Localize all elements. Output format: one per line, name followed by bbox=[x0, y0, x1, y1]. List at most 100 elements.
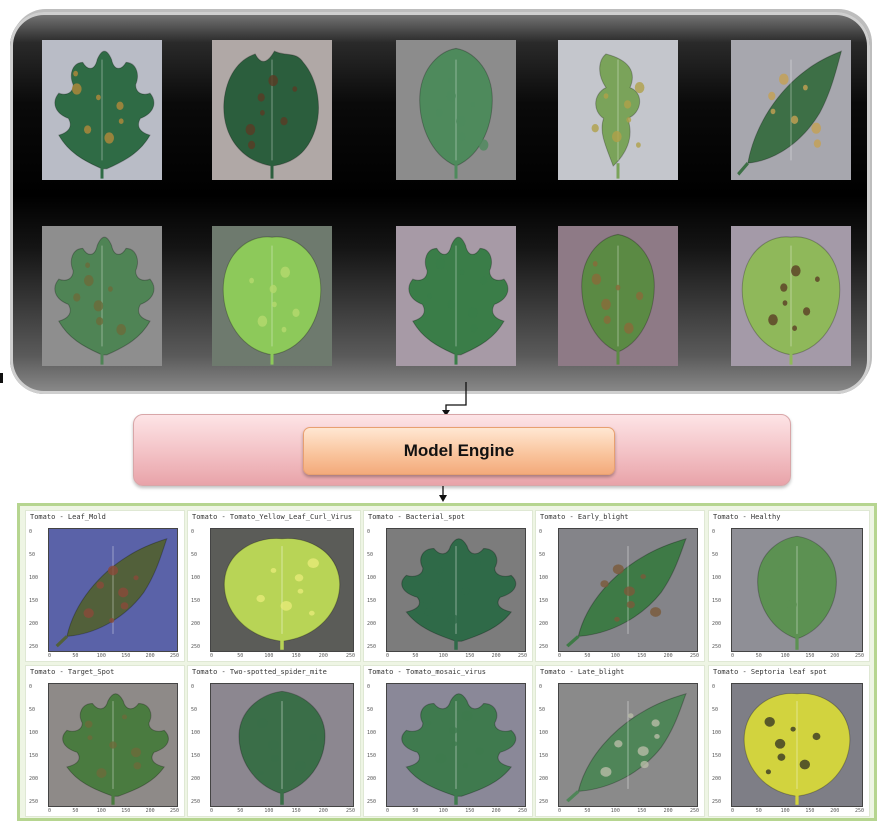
x-tick-label: 100 bbox=[97, 808, 106, 814]
result-prediction-label: Tomato - Healthy bbox=[713, 513, 780, 521]
y-tick-label: 150 bbox=[539, 753, 548, 759]
x-tick-label: 250 bbox=[346, 653, 355, 659]
y-tick-label: 0 bbox=[712, 529, 715, 535]
y-tick-label: 100 bbox=[191, 730, 200, 736]
x-tick-label: 0 bbox=[558, 808, 561, 814]
x-tick-label: 0 bbox=[48, 653, 51, 659]
y-tick-label: 100 bbox=[712, 730, 721, 736]
x-tick-label: 200 bbox=[492, 808, 501, 814]
x-tick-label: 250 bbox=[346, 808, 355, 814]
result-leaf-plot bbox=[210, 683, 354, 807]
x-tick-label: 0 bbox=[731, 808, 734, 814]
y-tick-label: 100 bbox=[367, 730, 376, 736]
result-card: Tomato - Leaf_Mold 050100150200250050100… bbox=[25, 510, 185, 662]
x-tick-label: 250 bbox=[170, 653, 179, 659]
y-tick-label: 250 bbox=[29, 644, 38, 650]
x-tick-label: 100 bbox=[97, 653, 106, 659]
x-tick-label: 150 bbox=[637, 808, 646, 814]
y-tick-label: 0 bbox=[29, 529, 32, 535]
result-card: Tomato - Tomato_mosaic_virus 05010015020… bbox=[363, 665, 533, 817]
result-leaf-plot bbox=[558, 528, 698, 652]
result-leaf-plot bbox=[386, 683, 526, 807]
y-tick-label: 150 bbox=[712, 598, 721, 604]
y-tick-label: 100 bbox=[539, 575, 548, 581]
y-tick-label: 250 bbox=[367, 644, 376, 650]
result-prediction-label: Tomato - Two-spotted_spider_mite bbox=[192, 668, 327, 676]
y-tick-label: 100 bbox=[191, 575, 200, 581]
y-tick-label: 0 bbox=[367, 529, 370, 535]
y-tick-label: 250 bbox=[367, 799, 376, 805]
result-prediction-label: Tomato - Bacterial_spot bbox=[368, 513, 465, 521]
input-leaf-image bbox=[558, 226, 678, 366]
x-tick-label: 0 bbox=[210, 808, 213, 814]
result-prediction-label: Tomato - Leaf_Mold bbox=[30, 513, 106, 521]
y-tick-label: 50 bbox=[539, 707, 545, 713]
x-tick-label: 100 bbox=[264, 808, 273, 814]
y-tick-label: 150 bbox=[191, 598, 200, 604]
result-leaf-plot bbox=[731, 528, 863, 652]
x-tick-label: 150 bbox=[465, 653, 474, 659]
y-tick-label: 100 bbox=[29, 730, 38, 736]
x-tick-label: 50 bbox=[237, 808, 243, 814]
x-tick-label: 50 bbox=[584, 808, 590, 814]
y-tick-label: 250 bbox=[712, 799, 721, 805]
y-tick-label: 150 bbox=[539, 598, 548, 604]
x-tick-label: 50 bbox=[756, 653, 762, 659]
arrow-to-engine bbox=[446, 382, 466, 414]
result-card: Tomato - Bacterial_spot 0501001502002500… bbox=[363, 510, 533, 662]
y-tick-label: 250 bbox=[191, 644, 200, 650]
input-leaf-image bbox=[558, 40, 678, 180]
x-tick-label: 200 bbox=[146, 808, 155, 814]
result-prediction-label: Tomato - Early_blight bbox=[540, 513, 629, 521]
y-tick-label: 50 bbox=[191, 707, 197, 713]
y-tick-label: 0 bbox=[539, 529, 542, 535]
input-leaf-image bbox=[396, 226, 516, 366]
y-tick-label: 0 bbox=[29, 684, 32, 690]
y-tick-label: 50 bbox=[539, 552, 545, 558]
y-tick-label: 250 bbox=[29, 799, 38, 805]
result-card: Tomato - Tomato_Yellow_Leaf_Curl_Virus 0… bbox=[187, 510, 361, 662]
x-tick-label: 150 bbox=[292, 653, 301, 659]
result-leaf-plot bbox=[48, 683, 178, 807]
y-tick-label: 150 bbox=[29, 753, 38, 759]
x-tick-label: 250 bbox=[855, 808, 864, 814]
y-tick-label: 200 bbox=[367, 776, 376, 782]
y-tick-label: 250 bbox=[539, 799, 548, 805]
x-tick-label: 200 bbox=[492, 653, 501, 659]
x-tick-label: 50 bbox=[584, 653, 590, 659]
result-card: Tomato - Early_blight 050100150200250050… bbox=[535, 510, 705, 662]
result-prediction-label: Tomato - Tomato_Yellow_Leaf_Curl_Virus bbox=[192, 513, 352, 521]
model-engine-label: Model Engine bbox=[404, 441, 515, 461]
x-tick-label: 50 bbox=[237, 653, 243, 659]
y-tick-label: 200 bbox=[29, 621, 38, 627]
result-card: Tomato - Septoria leaf spot 050100150200… bbox=[708, 665, 870, 817]
x-tick-label: 0 bbox=[731, 653, 734, 659]
y-tick-label: 150 bbox=[367, 598, 376, 604]
result-card: Tomato - Healthy 05010015020025005010015… bbox=[708, 510, 870, 662]
x-tick-label: 150 bbox=[637, 653, 646, 659]
result-prediction-label: Tomato - Tomato_mosaic_virus bbox=[368, 668, 486, 676]
y-tick-label: 100 bbox=[367, 575, 376, 581]
x-tick-label: 250 bbox=[855, 653, 864, 659]
y-tick-label: 250 bbox=[191, 799, 200, 805]
x-tick-label: 50 bbox=[72, 653, 78, 659]
y-tick-label: 200 bbox=[712, 621, 721, 627]
y-tick-label: 50 bbox=[367, 707, 373, 713]
x-tick-label: 200 bbox=[146, 653, 155, 659]
result-card: Tomato - Two-spotted_spider_mite 0 50 100 1… bbox=[187, 665, 361, 817]
x-tick-label: 100 bbox=[611, 653, 620, 659]
y-tick-label: 0 bbox=[191, 529, 194, 535]
x-tick-label: 100 bbox=[439, 653, 448, 659]
result-leaf-plot bbox=[731, 683, 863, 807]
x-tick-label: 250 bbox=[690, 653, 699, 659]
y-tick-label: 100 bbox=[539, 730, 548, 736]
y-tick-label: 150 bbox=[191, 753, 200, 759]
y-tick-label: 50 bbox=[29, 552, 35, 558]
result-card: Tomato - Target_Spot 0501001502002500501… bbox=[25, 665, 185, 817]
result-card: Tomato - Late_blight 0501001502002500501… bbox=[535, 665, 705, 817]
x-tick-label: 250 bbox=[170, 808, 179, 814]
y-tick-label: 0 bbox=[191, 684, 194, 690]
input-leaf-image bbox=[212, 226, 332, 366]
x-tick-label: 200 bbox=[319, 653, 328, 659]
x-tick-label: 200 bbox=[830, 653, 839, 659]
